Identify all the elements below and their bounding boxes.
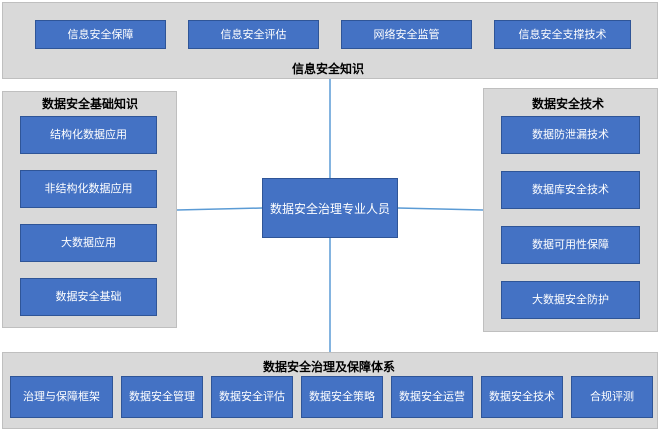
bottom-item-7: 合规评测: [571, 376, 653, 418]
center-node: 数据安全治理专业人员: [262, 178, 398, 238]
left-item-3: 大数据应用: [20, 224, 157, 262]
left-panel-title: 数据安全基础知识: [42, 97, 139, 111]
bottom-item-4: 数据安全策略: [301, 376, 383, 418]
connector-right: [397, 207, 484, 211]
top-item-2: 信息安全评估: [188, 20, 319, 49]
bottom-item-3: 数据安全评估: [211, 376, 293, 418]
right-panel-title: 数据安全技术: [532, 97, 605, 111]
bottom-item-1: 治理与保障框架: [10, 376, 113, 418]
top-item-4: 信息安全支撑技术: [494, 20, 631, 49]
connector-left: [176, 207, 263, 211]
left-item-4: 数据安全基础: [20, 278, 157, 316]
right-item-3: 数据可用性保障: [501, 226, 640, 264]
top-panel-title: 信息安全知识: [292, 62, 365, 76]
bottom-item-2: 数据安全管理: [121, 376, 203, 418]
right-item-4: 大数据安全防护: [501, 281, 640, 319]
bottom-panel-title: 数据安全治理及保障体系: [263, 360, 396, 374]
right-item-2: 数据库安全技术: [501, 171, 640, 209]
right-item-1: 数据防泄漏技术: [501, 116, 640, 154]
bottom-item-6: 数据安全技术: [481, 376, 563, 418]
top-item-1: 信息安全保障: [35, 20, 166, 49]
bottom-item-5: 数据安全运营: [391, 376, 473, 418]
left-item-1: 结构化数据应用: [20, 116, 157, 154]
left-item-2: 非结构化数据应用: [20, 170, 157, 208]
top-item-3: 网络安全监管: [341, 20, 472, 49]
